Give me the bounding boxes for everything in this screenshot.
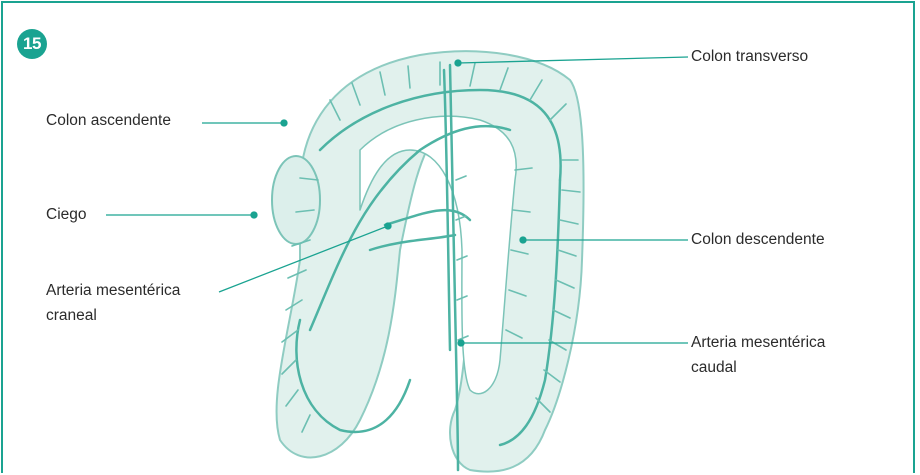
label-arteria-caudal-line1: Arteria mesentérica	[691, 332, 825, 354]
label-colon-descendente: Colon descendente	[691, 229, 825, 251]
label-arteria-craneal-line1: Arteria mesentérica	[46, 280, 180, 302]
label-ciego: Ciego	[46, 204, 87, 226]
label-arteria-craneal-line2: craneal	[46, 305, 97, 327]
label-arteria-caudal-line2: caudal	[691, 357, 737, 379]
label-colon-ascendente: Colon ascendente	[46, 110, 171, 132]
ciego-shape	[272, 156, 320, 244]
label-colon-transverso: Colon transverso	[691, 46, 808, 68]
colon-body	[277, 51, 584, 471]
